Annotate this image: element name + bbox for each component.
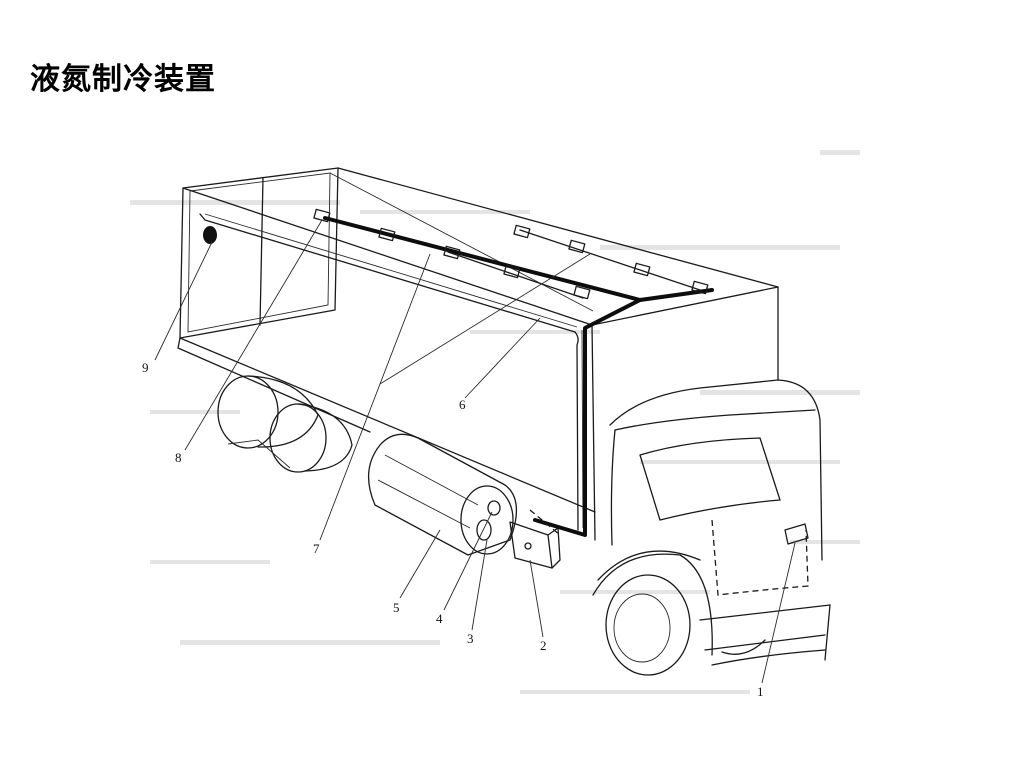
callout-9: 9 <box>142 360 149 375</box>
callout-labels: 9 8 7 6 5 4 3 2 1 <box>142 360 764 699</box>
cargo-box <box>177 167 779 541</box>
liquid-nitrogen-tank <box>367 433 561 569</box>
slide-title: 液氮制冷装置 <box>30 62 216 97</box>
callout-4: 4 <box>436 611 443 626</box>
callout-8: 8 <box>175 450 182 465</box>
leader-lines <box>154 219 796 684</box>
callout-6: 6 <box>459 397 466 412</box>
callout-7: 7 <box>313 541 320 556</box>
callout-1: 1 <box>757 684 764 699</box>
callout-5: 5 <box>393 600 400 615</box>
rear-wheels <box>217 375 353 473</box>
nitrogen-pipe-system <box>199 208 809 655</box>
scan-bleed-texture <box>130 150 860 694</box>
truck-cab <box>592 379 831 676</box>
callout-2: 2 <box>540 638 547 653</box>
callout-3: 3 <box>467 631 474 646</box>
